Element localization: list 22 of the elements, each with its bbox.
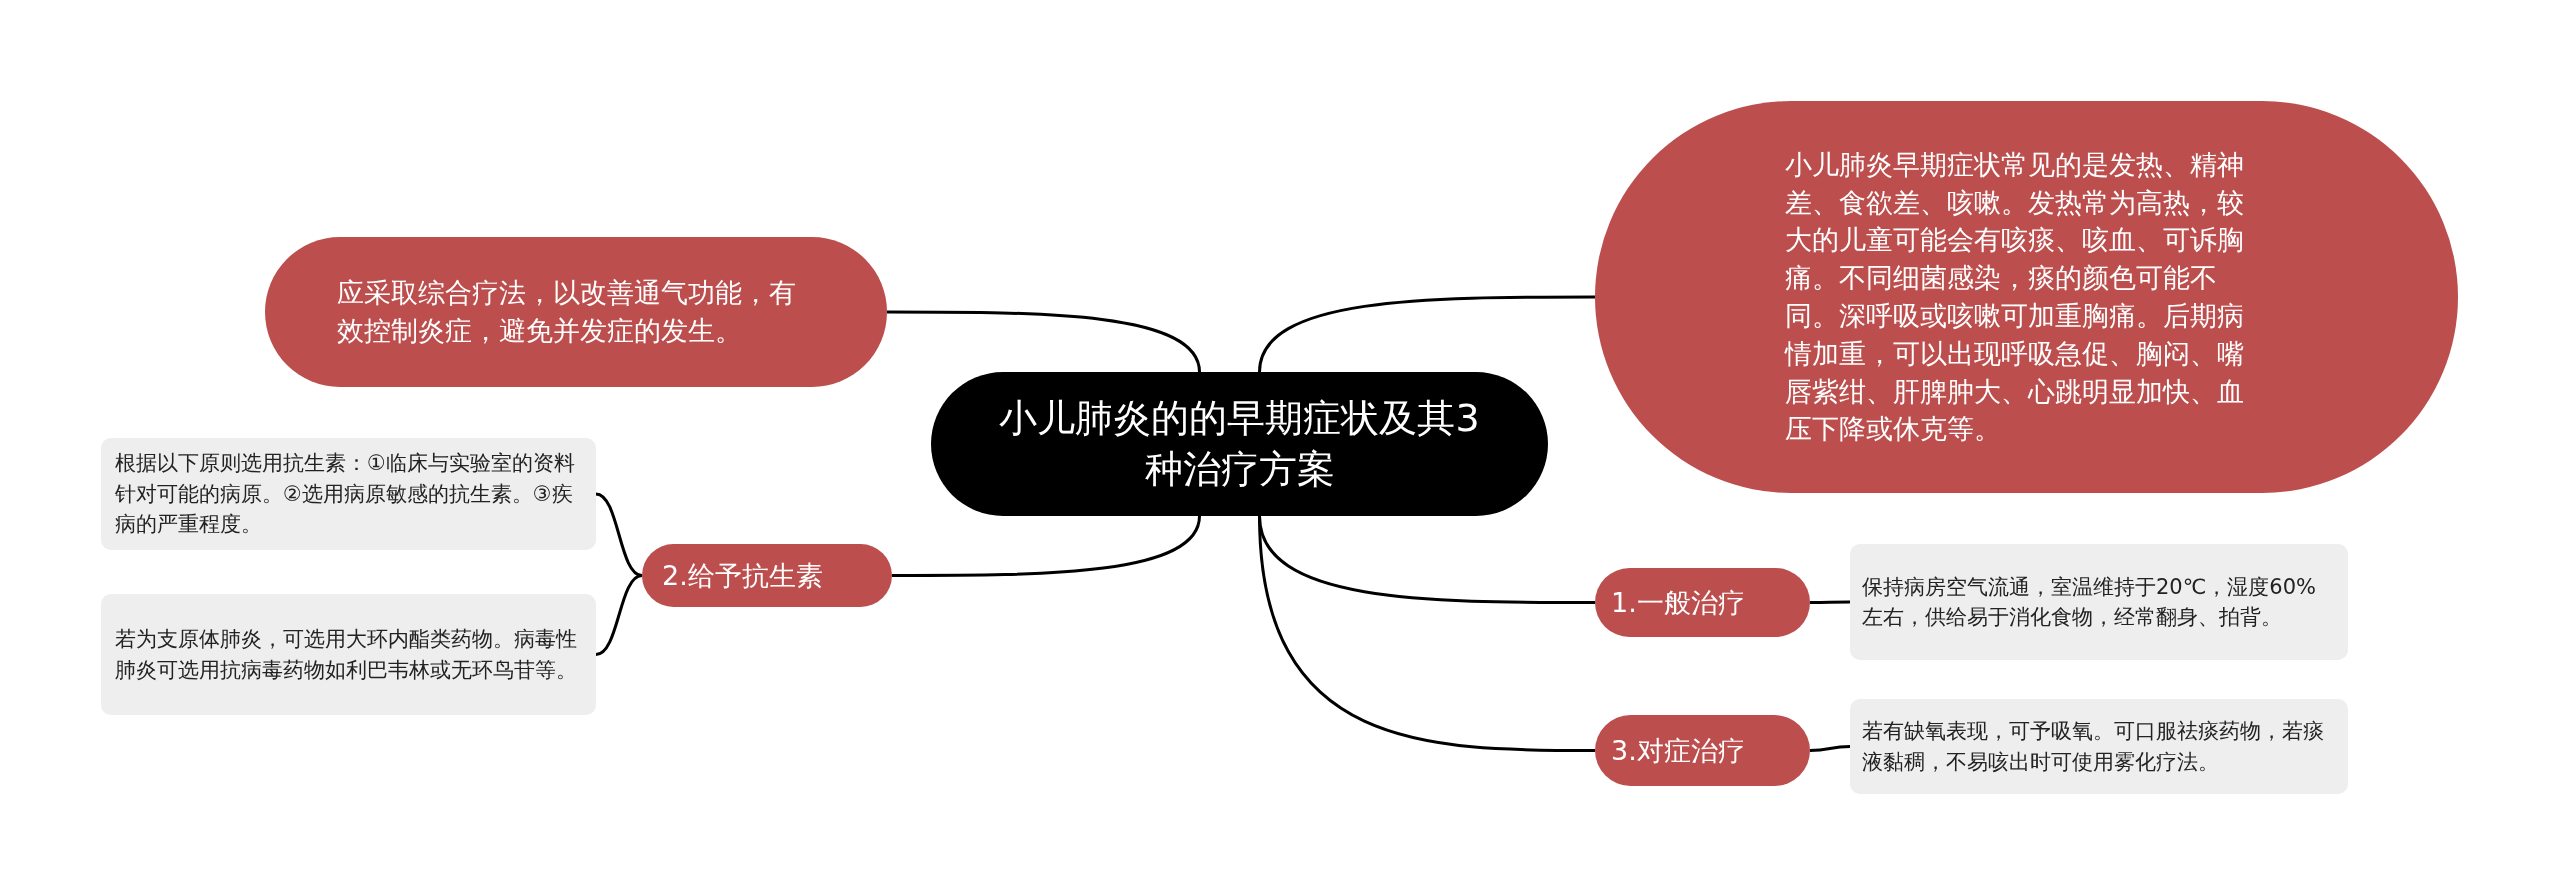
node-text: 小儿肺炎早期症状常见的是发热、精神差、食欲差、咳嗽。发热常为高热，较大的儿童可能会有咳痰、咳血、可诉胸痛。不同细菌感染，痰的颜色可能不同。深呼吸或咳嗽可加重胸痛。后期病情加重，可以出现呼吸急促、胸闷、嘴唇紫绀、肝脾肿大、心跳明显加快、血压下降或休克等。 (1785, 147, 2245, 447)
note-card (1850, 544, 2348, 660)
connector-line (1258, 295, 1595, 373)
node-text: 3.对症治疗 (1611, 733, 1746, 768)
note-card (101, 438, 596, 550)
node-text: 根据以下原则选用抗生素：①临床与实验室的资料针对可能的病原。②选用病原敏感的抗生素。③疾病的严重程度。 (115, 450, 576, 539)
connector-line (887, 310, 1201, 373)
connector-line (595, 492, 643, 577)
connector-line (1809, 745, 1851, 752)
node-text: 应采取综合疗法，以改善通气功能，有效控制炎症，避免并发症的发生。 (337, 276, 797, 348)
node-text: 若有缺氧表现，可予吸氧。可口服祛痰药物，若痰液黏稠，不易咳出时可使用雾化疗法。 (1862, 718, 2325, 776)
connector-line (1810, 600, 1850, 604)
node-text: 1.一般治疗 (1611, 585, 1746, 620)
node-text: 小儿肺炎的的早期症状及其3种治疗方案 (998, 394, 1481, 493)
node-text: 若为支原体肺炎，可选用大环内酯类药物。病毒性肺炎可选用抗病毒药物如利巴韦林或无环鸟苷等。 (115, 626, 578, 684)
note-card (101, 594, 596, 715)
node-text: 保持病房空气流通，室温维持于20℃，湿度60%左右，供给易于消化食物，经常翻身、拍背。 (1862, 573, 2317, 631)
connector-line (595, 574, 643, 656)
connector-line (1258, 515, 1595, 752)
connector-line (892, 515, 1201, 577)
node-text: 2.给予抗生素 (662, 558, 824, 593)
note-card (1850, 699, 2348, 794)
